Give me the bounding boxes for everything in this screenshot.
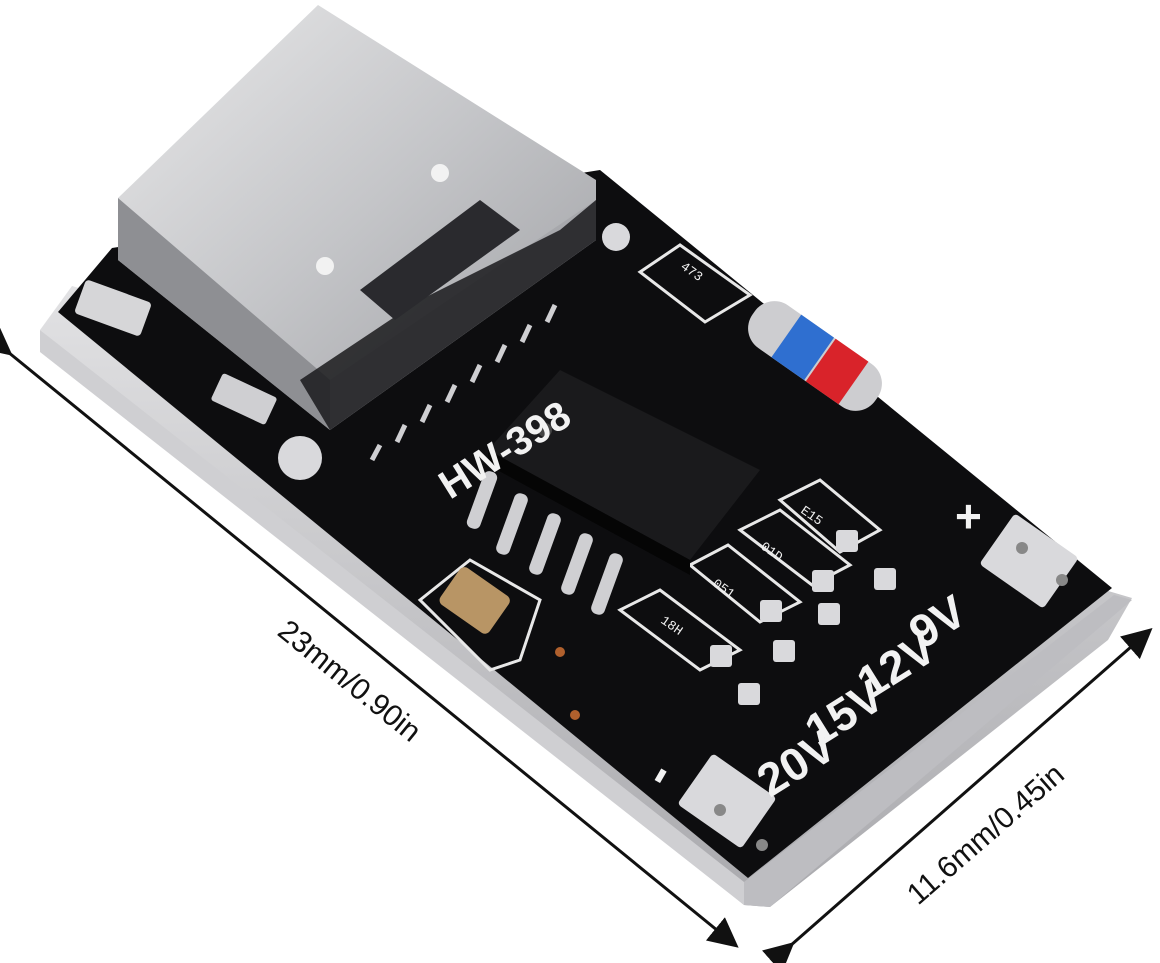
connector-rivet [431,164,449,182]
usb-c-port-opening [360,200,520,320]
test-via-2 [570,710,580,720]
mounting-hole-top [602,223,630,251]
plus-pad-via-2 [1056,574,1068,586]
usb-c-connector [118,5,596,462]
diode [748,301,882,411]
minus-pad-via-2 [756,839,768,851]
connector-rivet-2 [316,257,334,275]
width-dimension-arrow [762,628,1153,963]
plus-terminal-pad [980,514,1078,608]
plus-pad-via [1016,542,1028,554]
plus-label: + [955,490,982,542]
led [75,280,151,336]
minus-pad-via [714,804,726,816]
length-dimension-arrow [0,325,739,948]
mounting-hole-left [278,436,322,480]
test-via [555,647,565,657]
